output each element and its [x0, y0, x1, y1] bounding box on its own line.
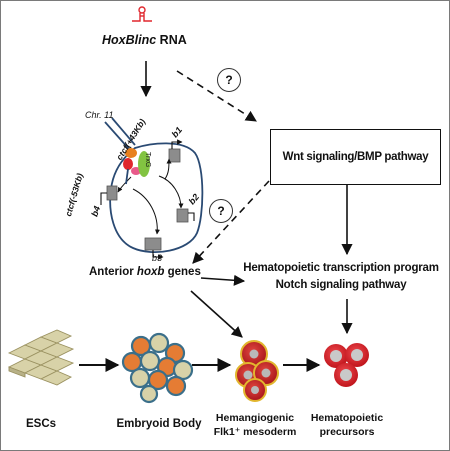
wnt-bmp-pathway-box: Wnt signaling/BMP pathway: [270, 129, 441, 185]
arrow-hoxb-to-mesoderm: [190, 290, 243, 338]
hematopoietic-program-label: Hematopoietic transcription program: [243, 262, 439, 274]
arrow-wnt-to-hoxb-dashed: [192, 180, 270, 264]
gene-box-b3: [144, 237, 162, 251]
arrow-rna-to-wnt-dashed: [176, 70, 257, 122]
precursor-cells-illustration: [324, 343, 369, 387]
anterior-hoxb-genes-label: Anterior hoxb genes: [89, 266, 201, 278]
trxg-green-blob: [138, 151, 150, 177]
mesoderm-cells-illustration: [235, 340, 279, 402]
notch-pathway-label: Notch signaling pathway: [275, 279, 407, 291]
gene-box-b4: [106, 185, 118, 201]
esc-cells-illustration: [7, 329, 75, 386]
stage-label-escs: ESCs: [25, 418, 57, 430]
question-mark-lower: ?: [209, 199, 233, 223]
title-rna: RNA: [156, 33, 187, 47]
gene-box-b2: [176, 208, 189, 223]
rna-hairpin-icon: [132, 6, 152, 22]
stage-label-precursors: Hematopoietic precursors: [310, 412, 384, 439]
embryoid-body-illustration: [121, 332, 194, 404]
chr-label: Chr. 11: [85, 110, 114, 120]
stage-label-embryoid-body: Embryoid Body: [116, 418, 202, 430]
chromatin-locus: [100, 117, 204, 260]
ctcf-orange-blob: [125, 148, 137, 158]
arrow-hoxb-to-program: [200, 274, 246, 286]
stage-label-mesoderm: Hemangiogenic Flk1⁺ mesoderm: [213, 412, 297, 439]
trxg-label: TrxG: [144, 152, 151, 168]
gene-box-b1: [168, 148, 181, 163]
question-mark-upper: ?: [217, 68, 241, 92]
wnt-bmp-pathway-label: Wnt signaling/BMP pathway: [282, 151, 429, 163]
title-label: HoxBlinc RNA: [102, 34, 187, 47]
gene-label-b3: b3: [152, 253, 163, 263]
ctcf-red-blob: [123, 158, 133, 170]
title-gene: HoxBlinc: [102, 33, 157, 47]
